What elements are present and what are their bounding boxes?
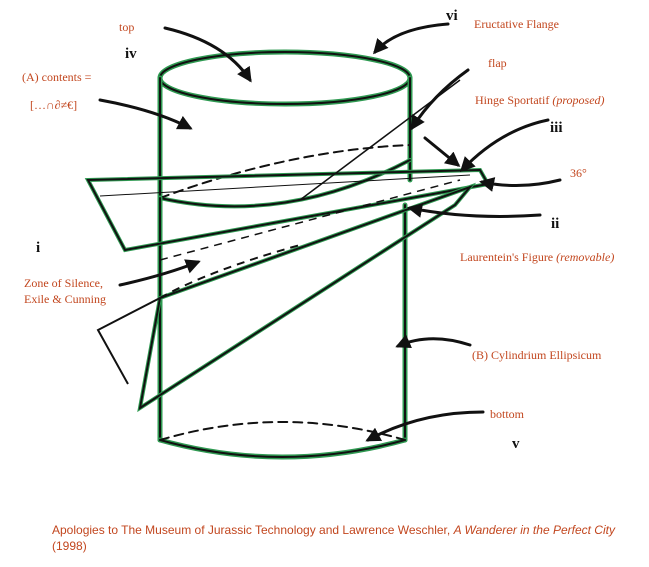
numeral-ii: ii [551,216,560,232]
arrow-flange [373,22,450,55]
label-top: top [119,20,135,34]
numeral-vi: vi [446,8,458,24]
laurentein-figure [96,79,477,413]
arrow-top [163,26,252,83]
label-zone-line2: Exile & Cunning [24,292,106,306]
arrow-zone [118,259,201,287]
label-cylindrium: (B) Cylindrium Ellipsicum [472,348,602,362]
arrow-flap [410,68,470,131]
arrow-hinge [459,118,550,173]
label-flap: flap [488,56,507,70]
arrow-bottom [365,410,485,442]
numeral-v: v [512,436,520,452]
credit-prefix: Apologies to The Museum of Jurassic Tech… [52,523,454,537]
label-bottom: bottom [490,407,525,421]
band-front [158,158,412,209]
arrow-contents [98,98,193,130]
credit-line: Apologies to The Museum of Jurassic Tech… [52,522,642,554]
label-hinge-name: Hinge Sportatif [475,93,550,107]
cylinder [157,49,413,460]
label-hinge: Hinge Sportatif (proposed) [475,93,605,107]
label-laurentein-note: (removable) [556,250,615,264]
label-hinge-note: (proposed) [552,93,605,107]
label-contents: (A) contents = [22,70,92,84]
numeral-i: i [36,240,41,256]
label-contents-formula: […∩∂≠€] [30,98,78,112]
label-angle: 36° [570,166,587,180]
numeral-iv: iv [125,46,137,62]
label-zone-line1: Zone of Silence, [24,276,103,290]
annotation-arrows [98,22,562,442]
label-laurentein: Laurentein's Figure (removable) [460,250,614,264]
arrow-cylindrium [395,334,472,349]
arrow-flap-small [423,136,461,167]
arrow-laurentein [407,202,542,218]
arrow-angle [479,177,562,192]
credit-book-title: A Wanderer in the Perfect City [453,523,615,537]
label-eructative-flange: Eructative Flange [474,17,559,31]
credit-year: (1998) [52,539,87,553]
numeral-iii: iii [550,120,563,136]
label-laurentein-name: Laurentein's Figure [460,250,554,264]
band-back [159,144,411,199]
bottom-ellipse-back [159,421,406,441]
